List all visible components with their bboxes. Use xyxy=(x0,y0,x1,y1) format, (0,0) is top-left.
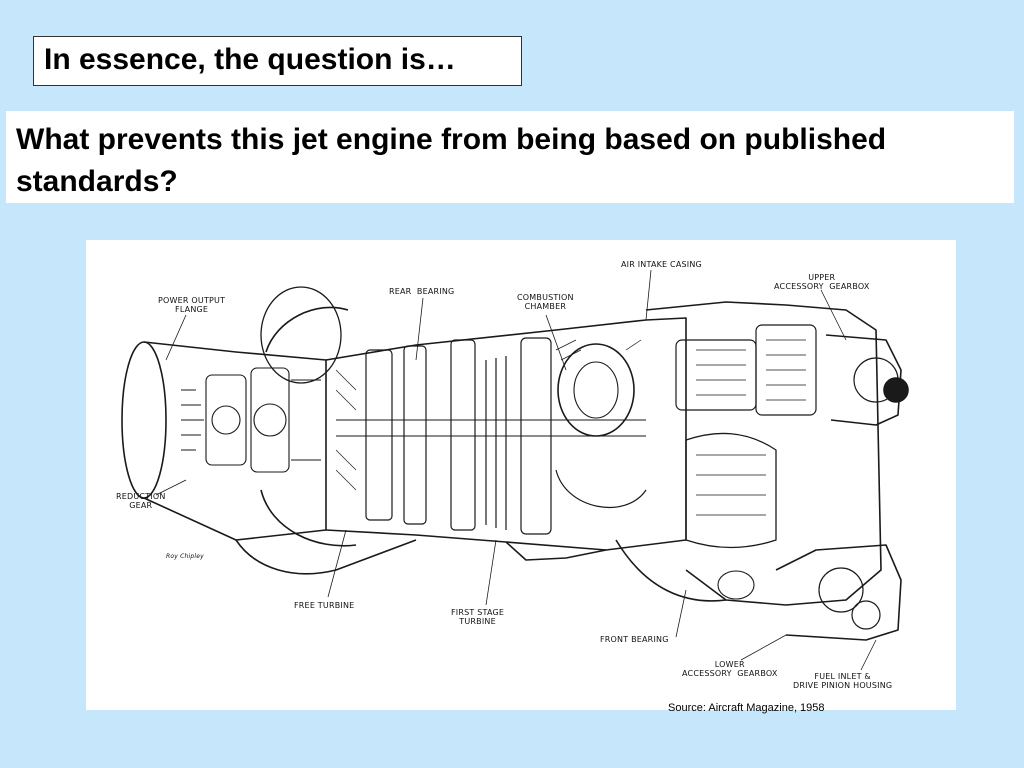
source-caption: Source: Aircraft Magazine, 1958 xyxy=(668,702,825,714)
air-intake-casing-shape xyxy=(645,301,882,606)
label-air-intake-casing: AIR INTAKE CASING xyxy=(621,260,702,269)
question-text: What prevents this jet engine from being… xyxy=(6,111,1014,203)
output-flange-shape xyxy=(121,341,167,499)
label-front-bearing: FRONT BEARING xyxy=(600,635,669,644)
label-power-output-flange: POWER OUTPUT FLANGE xyxy=(158,296,226,314)
artist-signature: Roy Chipley xyxy=(166,553,204,560)
label-fuel-inlet-drive-pinion-housing: FUEL INLET & DRIVE PINION HOUSING xyxy=(793,672,893,690)
label-combustion-chamber: COMBUSTION CHAMBER xyxy=(517,293,574,311)
slide-title: In essence, the question is… xyxy=(33,36,522,86)
reduction-gear-housing xyxy=(143,341,327,541)
lower-gearbox-shape xyxy=(775,544,902,641)
label-reduction-gear: REDUCTION GEAR xyxy=(116,492,166,510)
label-free-turbine: FREE TURBINE xyxy=(294,601,355,610)
combustion-chamber-shape xyxy=(557,343,635,437)
engine-cutaway-illustration xyxy=(121,269,909,671)
label-upper-accessory-gearbox: UPPER ACCESSORY GEARBOX xyxy=(774,273,870,291)
turbine-casing xyxy=(325,317,687,551)
label-first-stage-turbine: FIRST STAGE TURBINE xyxy=(451,608,505,626)
label-rear-bearing: REAR BEARING xyxy=(389,287,455,296)
jet-engine-cutaway-figure: POWER OUTPUT FLANGE REAR BEARING COMBUST… xyxy=(86,240,956,710)
label-lower-accessory-gearbox: LOWER ACCESSORY GEARBOX xyxy=(682,660,778,678)
